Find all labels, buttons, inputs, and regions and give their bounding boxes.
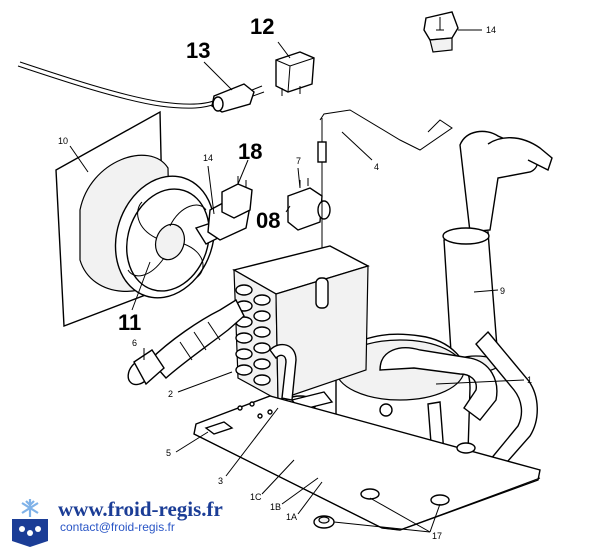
snowflake-icon	[21, 499, 39, 517]
callout-5: 5	[166, 448, 171, 458]
part-2-condenser-coil	[232, 245, 370, 402]
part-18-component	[221, 176, 253, 219]
callout-7: 7	[296, 156, 301, 166]
part-5-base-plate	[193, 395, 541, 531]
callout-17: 17	[432, 531, 442, 541]
part-13-power-cord	[17, 61, 265, 113]
callout-1: 1	[527, 375, 532, 385]
leader-lines	[69, 29, 525, 533]
callout-4: 4	[374, 162, 379, 172]
part-14-cap	[423, 11, 459, 53]
callout-9: 9	[500, 286, 505, 296]
callout-6: 6	[132, 338, 137, 348]
froid-regis-logo	[12, 499, 48, 547]
callout-08: 08	[256, 208, 280, 233]
callout-1a: 1A	[286, 512, 297, 522]
part-12-relay	[275, 51, 315, 96]
callout-labels: 14 12 13 10 14 18 7 4 08 11 9 6 1 2 5 3 …	[58, 14, 532, 541]
website-link[interactable]: www.froid-regis.fr	[58, 497, 223, 521]
part-11-fan	[114, 175, 223, 299]
callout-10: 10	[58, 136, 68, 146]
part-7-pressure-switch	[287, 178, 331, 231]
callout-12: 12	[250, 14, 274, 39]
callout-14-top: 14	[486, 25, 496, 35]
contact-email-link[interactable]: contact@froid-regis.fr	[60, 520, 175, 534]
callout-1c: 1C	[250, 492, 262, 502]
callout-13: 13	[186, 38, 210, 63]
callout-3: 3	[218, 476, 223, 486]
callout-18: 18	[238, 139, 262, 164]
coil-bends	[235, 284, 271, 386]
part-6-hose	[127, 298, 245, 386]
part-9-accumulator	[442, 130, 553, 373]
callout-2: 2	[168, 389, 173, 399]
callout-11: 11	[118, 310, 141, 335]
callout-1b: 1B	[270, 502, 281, 512]
callout-14-mid: 14	[203, 153, 213, 163]
